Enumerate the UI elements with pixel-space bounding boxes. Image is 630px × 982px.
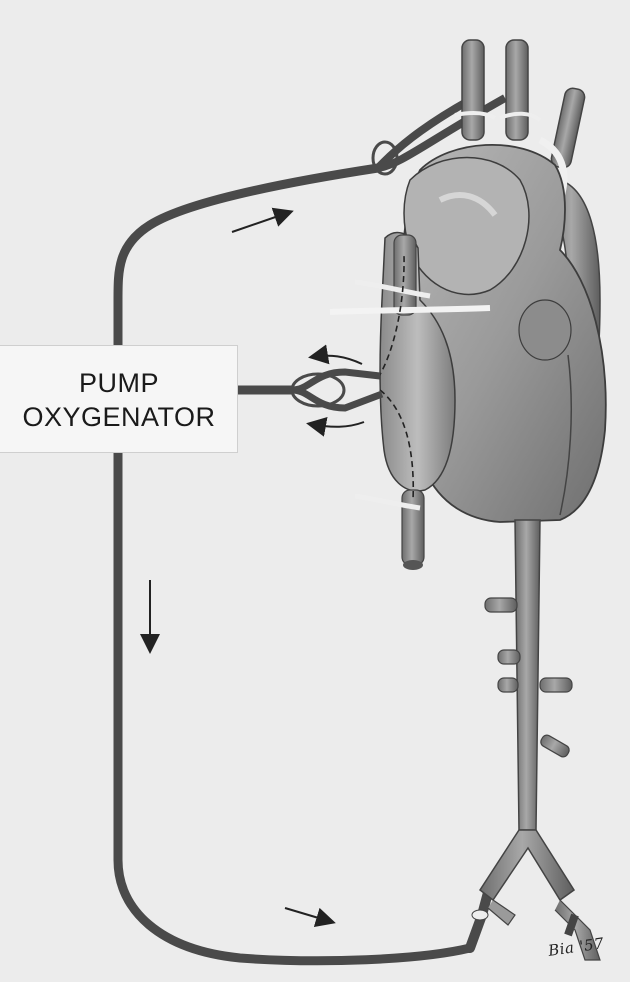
branch-vessel-4: [540, 678, 572, 692]
branch-vessel-1: [485, 598, 517, 612]
pump-oxygenator-box: [0, 345, 238, 453]
branch-vessel-2: [498, 650, 520, 664]
oxygenator-label: OXYGENATOR: [0, 402, 238, 433]
vessel-left-top: [462, 40, 484, 140]
arrow-left-icon: [310, 422, 364, 427]
branch-vessel-5: [539, 733, 571, 758]
abdominal-aorta: [515, 520, 540, 830]
pump-label: PUMP: [0, 368, 238, 399]
arrow-left-icon: [312, 356, 362, 364]
branch-vessel-3: [498, 678, 518, 692]
iliac-bifurcation: [480, 830, 574, 900]
arrow-right-icon: [232, 212, 290, 232]
vessel-center-top: [506, 40, 528, 140]
inferior-vena-cava: [402, 490, 424, 565]
arrow-right-icon: [285, 908, 332, 922]
superior-vena-cava: [394, 235, 416, 315]
